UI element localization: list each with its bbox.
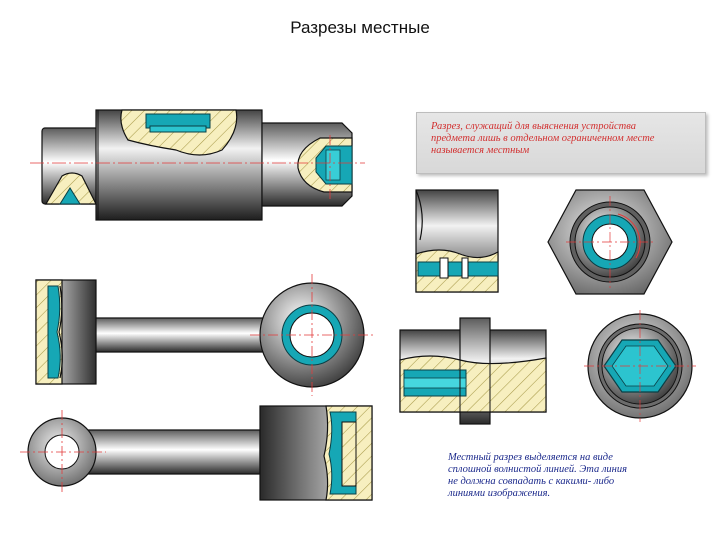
boundary-rule-note: Местный разрез выделяется на виде сплошн… — [448, 452, 628, 499]
sleeve-fragment — [415, 189, 499, 293]
hex-socket-view — [584, 310, 696, 422]
definition-note-box: Разрез, служащий для выяснения устройств… — [416, 112, 706, 174]
lever-part — [35, 274, 375, 396]
shaft-part — [30, 109, 365, 221]
lever-part-2 — [20, 405, 373, 501]
definition-note: Разрез, служащий для выяснения устройств… — [431, 121, 655, 156]
hex-nut-view — [547, 189, 673, 295]
slide-title: Разрезы местные — [290, 18, 430, 37]
bushing-part — [399, 317, 547, 425]
